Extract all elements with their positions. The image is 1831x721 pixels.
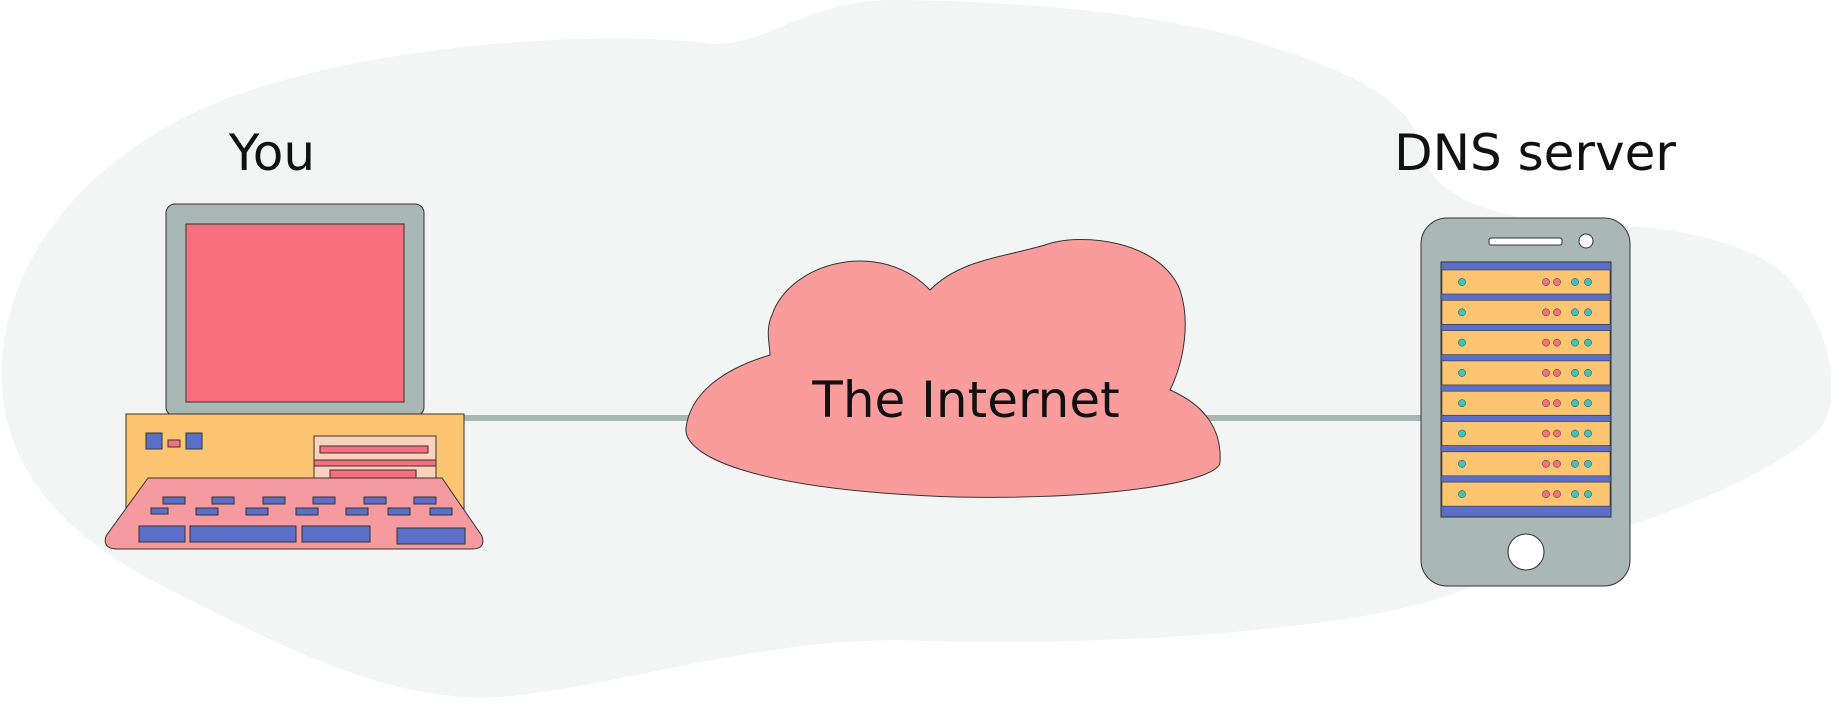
rack-led-red — [1542, 278, 1550, 286]
rack-led-teal — [1571, 278, 1579, 286]
rack-unit — [1441, 330, 1611, 355]
rack-led-red — [1542, 338, 1550, 347]
rack-unit — [1441, 451, 1611, 477]
rack-led-teal — [1571, 429, 1579, 438]
rack-led-teal — [1458, 490, 1466, 498]
key — [396, 527, 466, 545]
label-dns-server: DNS server — [1394, 124, 1676, 182]
rack-unit — [1441, 269, 1611, 295]
server-speaker — [1488, 237, 1563, 246]
key — [150, 507, 169, 515]
rack-led-teal — [1571, 490, 1579, 498]
rack-unit — [1441, 299, 1611, 325]
rack-led-teal — [1571, 369, 1579, 377]
rack-led-red — [1553, 490, 1561, 498]
rack-led-teal — [1571, 308, 1579, 317]
key — [138, 525, 186, 543]
rack-led-teal — [1458, 399, 1466, 408]
rack-led-teal — [1584, 429, 1592, 438]
rack-led-red — [1553, 369, 1561, 377]
rack-led-teal — [1571, 338, 1579, 347]
key — [245, 507, 269, 516]
key — [211, 496, 235, 505]
monitor-screen — [185, 223, 405, 403]
rack-led-red — [1553, 429, 1561, 438]
case-button — [185, 432, 203, 450]
rack-led-red — [1553, 399, 1561, 408]
rack-led-teal — [1458, 459, 1466, 468]
rack-led-teal — [1458, 278, 1466, 286]
drive-slot — [329, 469, 417, 479]
space-bar — [189, 525, 297, 543]
rack-unit — [1441, 421, 1611, 446]
rack-led-red — [1542, 490, 1550, 498]
rack-unit — [1441, 390, 1611, 416]
key — [387, 507, 411, 516]
rack-led-red — [1542, 369, 1550, 377]
rack-led-teal — [1584, 399, 1592, 408]
rack-led-teal — [1584, 278, 1592, 286]
rack-led-red — [1553, 338, 1561, 347]
key — [363, 496, 387, 505]
server-home-button — [1507, 533, 1545, 571]
internet-cloud-icon — [685, 238, 1221, 498]
case-button — [145, 432, 163, 450]
key — [312, 496, 336, 505]
key — [162, 496, 186, 505]
key — [301, 525, 371, 543]
rack-led-red — [1542, 429, 1550, 438]
rack-units — [1441, 269, 1611, 507]
keyboard-keys — [138, 496, 466, 545]
rack-led-red — [1542, 399, 1550, 408]
dns-server-icon — [1420, 217, 1631, 587]
rack-unit — [1441, 481, 1611, 507]
rack-led-teal — [1584, 338, 1592, 347]
key — [413, 496, 437, 505]
computer-icon — [104, 203, 484, 550]
key — [262, 496, 286, 505]
rack-led-teal — [1584, 459, 1592, 468]
case-led — [167, 439, 181, 448]
rack-led-teal — [1458, 429, 1466, 438]
rack-led-red — [1553, 278, 1561, 286]
rack-led-teal — [1571, 459, 1579, 468]
rack-unit — [1441, 360, 1611, 386]
key — [195, 507, 219, 516]
server-camera — [1578, 233, 1594, 249]
rack-led-red — [1553, 459, 1561, 468]
label-you: You — [228, 124, 315, 182]
rack-led-red — [1542, 308, 1550, 317]
rack-led-teal — [1584, 369, 1592, 377]
rack-led-red — [1553, 308, 1561, 317]
drive-slot — [313, 459, 437, 467]
rack-led-teal — [1584, 308, 1592, 317]
rack-led-teal — [1458, 369, 1466, 377]
drive-slot — [319, 445, 429, 454]
key — [295, 507, 319, 516]
rack-led-teal — [1584, 490, 1592, 498]
key — [429, 507, 453, 516]
rack-led-teal — [1571, 399, 1579, 408]
rack-led-red — [1542, 459, 1550, 468]
label-the-internet: The Internet — [811, 371, 1119, 429]
rack-led-teal — [1458, 308, 1466, 317]
key — [345, 507, 369, 516]
rack-led-teal — [1458, 338, 1466, 347]
